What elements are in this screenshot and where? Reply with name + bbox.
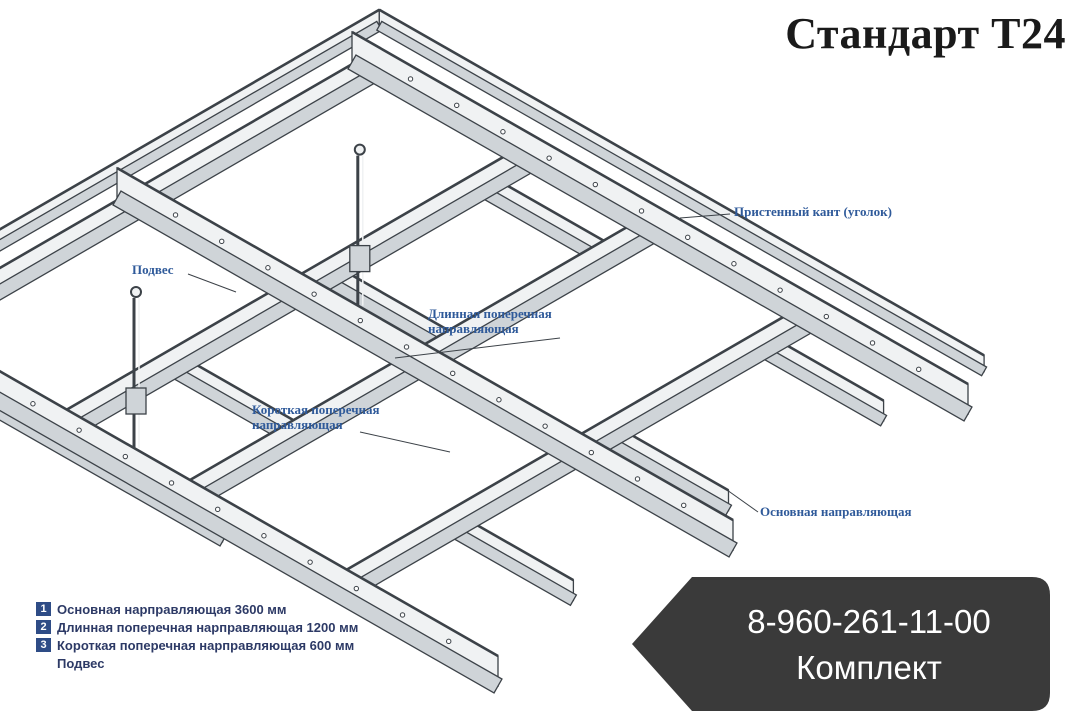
legend-text: Длинная поперечная нарправляющая 1200 мм xyxy=(57,619,359,635)
legend-item: 1 Основная нарправляющая 3600 мм xyxy=(36,600,358,618)
callout-leaders xyxy=(187,213,759,513)
grid-rails xyxy=(0,8,988,694)
leader-hanger xyxy=(187,273,237,293)
legend-text: Короткая поперечная нарправляющая 600 мм xyxy=(57,637,355,653)
callout-main-runner: Основная направляющая xyxy=(760,504,912,519)
leader-long-cross xyxy=(394,337,561,359)
hanger-wire-1 xyxy=(125,286,147,448)
callout-main-runner-text: Основная направляющая xyxy=(760,504,912,519)
callout-short-cross-line1: Короткая поперечная xyxy=(252,402,380,417)
legend: 1 Основная нарправляющая 3600 мм 2 Длинн… xyxy=(36,600,358,672)
callout-wall-angle-text: Пристенный кант (уголок) xyxy=(734,204,892,219)
callout-short-cross: Короткая поперечная направляющая xyxy=(252,402,380,432)
page-title: Стандарт Т24 xyxy=(785,9,1066,58)
callout-long-cross-line1: Длинная поперечная xyxy=(428,306,552,321)
callout-hanger-text: Подвес xyxy=(132,262,174,277)
hangers-group xyxy=(125,143,371,448)
callout-long-cross: Длинная поперечная направляющая xyxy=(428,306,552,336)
legend-text: Подвес xyxy=(57,655,105,671)
main-runner-2 xyxy=(347,30,973,422)
callout-short-cross-line2: направляющая xyxy=(252,417,343,432)
main-runner-0 xyxy=(0,369,503,694)
main-runner-1 xyxy=(112,166,738,558)
legend-number-badge: 3 xyxy=(36,638,51,652)
callout-long-cross-line2: направляющая xyxy=(428,321,519,336)
callout-hanger: Подвес xyxy=(132,262,174,277)
legend-item: 3 Короткая поперечная нарправляющая 600 … xyxy=(36,636,358,654)
legend-text: Основная нарправляющая 3600 мм xyxy=(57,601,287,617)
legend-item: 2 Длинная поперечная нарправляющая 1200 … xyxy=(36,618,358,636)
badge-phone[interactable]: 8-960-261-11-00 xyxy=(747,603,991,640)
hanger-wire-0 xyxy=(349,143,371,306)
contact-badge[interactable]: 8-960-261-11-00 Комплект xyxy=(632,577,1050,711)
legend-number-badge: 2 xyxy=(36,620,51,634)
wall-angle-right xyxy=(375,8,988,377)
badge-shape xyxy=(632,577,1050,711)
leader-main-runner xyxy=(719,484,759,513)
leader-wall-angle xyxy=(679,213,731,219)
short-cross-tee-3 xyxy=(446,508,578,607)
legend-number-badge xyxy=(36,656,51,670)
legend-number-badge: 1 xyxy=(36,602,51,616)
callout-wall-angle: Пристенный кант (уголок) xyxy=(734,204,892,219)
badge-label: Комплект xyxy=(796,649,942,686)
leader-short-cross xyxy=(359,431,451,453)
legend-item: Подвес xyxy=(36,654,358,672)
